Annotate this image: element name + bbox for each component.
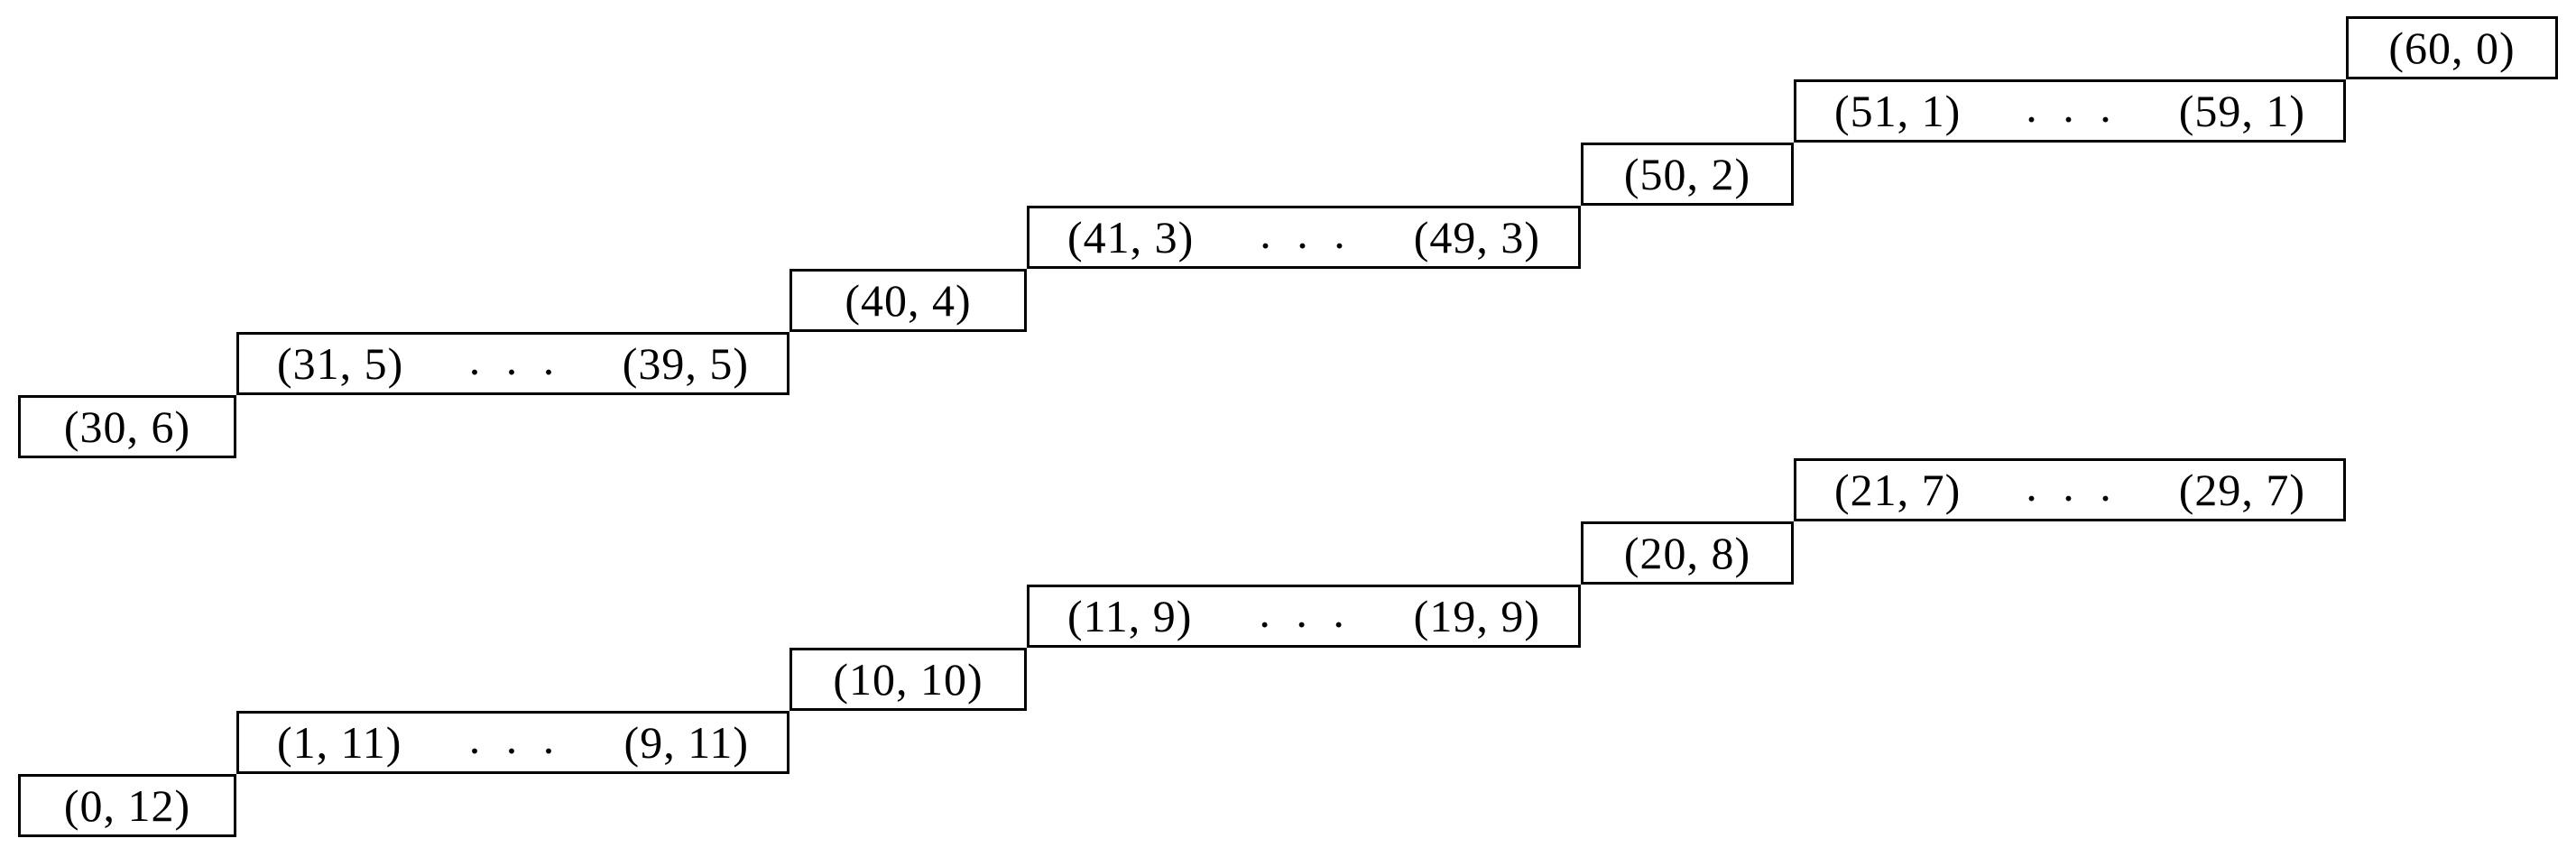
pair-label: (30, 6) [63, 401, 191, 452]
box-20-8: (20, 8) [1581, 521, 1794, 585]
box-41-3-to-49-3: (41, 3) . . . (49, 3) [1027, 206, 1581, 269]
box-30-6: (30, 6) [18, 395, 236, 458]
pair-label-left: (11, 9) [1067, 591, 1193, 641]
box-50-2: (50, 2) [1581, 143, 1794, 206]
ellipsis: . . . [468, 713, 558, 763]
box-1-11-to-9-11: (1, 11) . . . (9, 11) [236, 711, 789, 774]
pair-label-left: (31, 5) [277, 338, 404, 389]
ellipsis: . . . [2026, 81, 2114, 132]
pair-label-left: (41, 3) [1067, 212, 1195, 263]
box-11-9-to-19-9: (11, 9) . . . (19, 9) [1027, 585, 1581, 648]
pair-label-right: (9, 11) [623, 717, 749, 768]
pair-label-left: (51, 1) [1834, 86, 1962, 136]
box-31-5-to-39-5: (31, 5) . . . (39, 5) [236, 332, 789, 395]
box-60-0: (60, 0) [2346, 16, 2558, 79]
ellipsis: . . . [468, 334, 558, 384]
pair-label-left: (21, 7) [1834, 465, 1962, 515]
box-40-4: (40, 4) [789, 269, 1027, 332]
ellipsis: . . . [1260, 207, 1348, 258]
box-51-1-to-59-1: (51, 1) . . . (59, 1) [1794, 79, 2346, 143]
pair-label-right: (39, 5) [622, 338, 749, 389]
pair-label: (40, 4) [845, 275, 972, 326]
box-0-12: (0, 12) [18, 774, 236, 837]
pair-label: (0, 12) [63, 780, 191, 831]
pair-label: (10, 10) [833, 654, 983, 705]
box-10-10: (10, 10) [789, 648, 1027, 711]
pair-label: (50, 2) [1623, 149, 1751, 199]
pair-label-right: (49, 3) [1413, 212, 1540, 263]
pair-label: (20, 8) [1623, 528, 1751, 578]
box-21-7-to-29-7: (21, 7) . . . (29, 7) [1794, 458, 2346, 521]
pair-label-left: (1, 11) [277, 717, 402, 768]
pair-label-right: (59, 1) [2178, 86, 2305, 136]
pair-label-right: (29, 7) [2178, 465, 2305, 515]
ellipsis: . . . [1259, 586, 1347, 637]
pair-label-right: (19, 9) [1413, 591, 1540, 641]
pair-label: (60, 0) [2388, 23, 2516, 73]
ellipsis: . . . [2026, 460, 2114, 511]
